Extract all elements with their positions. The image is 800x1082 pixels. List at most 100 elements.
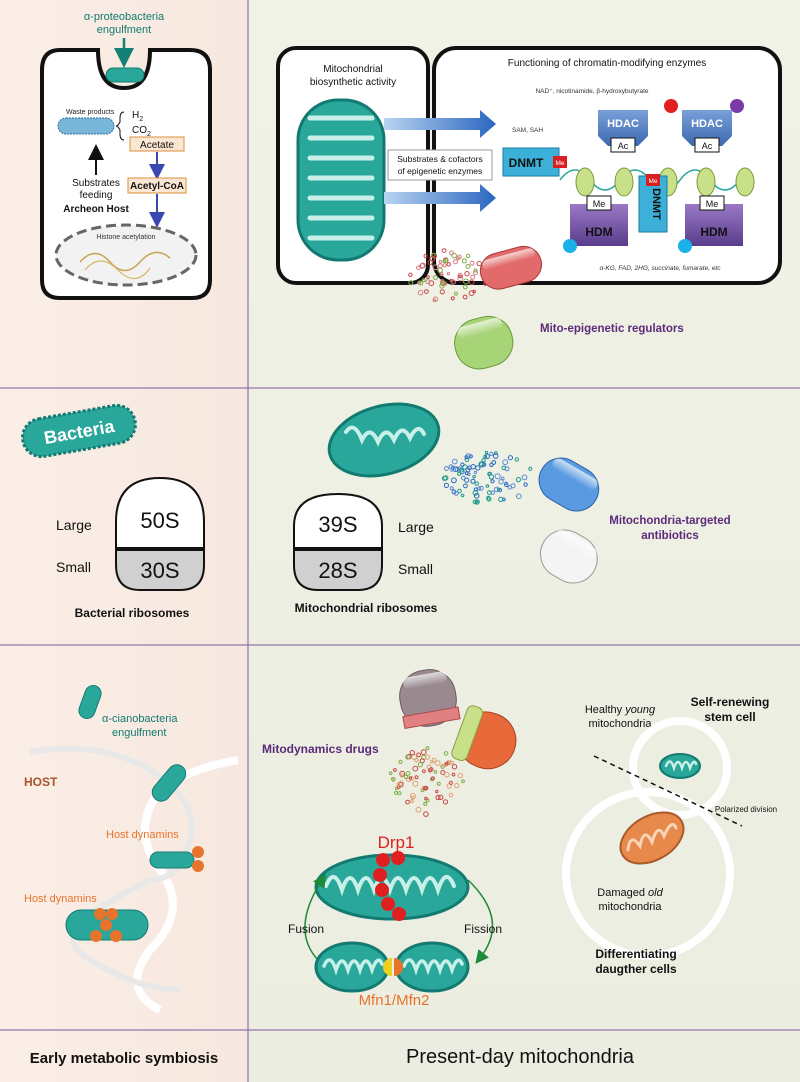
me-mark-red-2: Me bbox=[648, 178, 657, 185]
particle bbox=[502, 459, 509, 466]
particle bbox=[409, 750, 415, 756]
diff-label-2: daugther cells bbox=[595, 962, 677, 976]
particle bbox=[472, 489, 479, 496]
particle bbox=[457, 275, 464, 282]
particle bbox=[501, 465, 507, 471]
hdac-2 bbox=[682, 110, 732, 146]
particle bbox=[460, 493, 465, 498]
particle bbox=[453, 259, 458, 265]
particle bbox=[451, 477, 457, 484]
bacterium-icon bbox=[57, 117, 115, 135]
particle bbox=[425, 746, 430, 751]
ribo-50s bbox=[115, 476, 205, 549]
particle bbox=[417, 762, 423, 768]
particle bbox=[420, 749, 427, 756]
particle bbox=[433, 275, 438, 280]
small-label-left: Small bbox=[56, 559, 91, 575]
particle bbox=[432, 298, 437, 303]
footer-left: Early metabolic symbiosis bbox=[30, 1050, 218, 1067]
particle bbox=[435, 794, 441, 801]
particle bbox=[448, 464, 454, 470]
particle bbox=[467, 465, 472, 471]
particle bbox=[458, 274, 462, 279]
particle bbox=[504, 482, 509, 488]
particle bbox=[498, 479, 504, 485]
particle bbox=[394, 790, 398, 795]
particle bbox=[514, 457, 519, 462]
bacteria-icon bbox=[21, 403, 137, 459]
particle bbox=[484, 450, 489, 455]
particle bbox=[450, 760, 454, 765]
particle bbox=[462, 284, 468, 290]
particle bbox=[444, 771, 450, 778]
particle bbox=[418, 280, 424, 286]
h2-label: H2 bbox=[132, 110, 143, 123]
particle bbox=[422, 786, 428, 791]
particle bbox=[424, 754, 431, 760]
particle bbox=[464, 455, 469, 460]
particle bbox=[451, 252, 457, 259]
fission-label: Fission bbox=[464, 922, 502, 936]
particle bbox=[493, 486, 500, 493]
green-pill-capsule bbox=[454, 315, 514, 370]
stem-cell bbox=[629, 717, 731, 819]
proteo-label-2: engulfment bbox=[97, 24, 151, 36]
particle bbox=[490, 479, 495, 484]
co2-label: CO2 bbox=[132, 125, 151, 138]
particle bbox=[474, 499, 480, 505]
particle bbox=[443, 475, 449, 481]
particle bbox=[488, 474, 495, 480]
particle bbox=[494, 473, 501, 480]
particle bbox=[528, 466, 533, 471]
cyano-label-2: engulfment bbox=[112, 727, 166, 739]
white-pill-capsule bbox=[540, 529, 598, 584]
particle bbox=[399, 770, 406, 777]
particle bbox=[435, 789, 439, 794]
particle bbox=[466, 253, 471, 259]
polarized-label: Polarized division bbox=[715, 805, 777, 814]
particle bbox=[472, 270, 478, 276]
antibiotics-label-1: Mitochondria-targeted bbox=[609, 515, 730, 527]
particle bbox=[414, 775, 419, 780]
particle bbox=[419, 263, 425, 269]
particle bbox=[468, 290, 475, 297]
particle-cloud-3 bbox=[388, 746, 465, 817]
hdac-2-label: HDAC bbox=[691, 118, 723, 130]
particle bbox=[393, 768, 397, 772]
particle bbox=[410, 793, 416, 799]
particle bbox=[441, 248, 447, 254]
particle bbox=[405, 799, 410, 805]
particle bbox=[462, 294, 468, 300]
particle bbox=[438, 259, 443, 264]
particle bbox=[510, 483, 516, 489]
particle bbox=[498, 496, 504, 502]
particle bbox=[416, 752, 422, 758]
cyano-label-1: α-cianobacteria bbox=[102, 713, 178, 725]
blue-arrow-bottom bbox=[384, 184, 496, 212]
particle bbox=[457, 488, 462, 494]
me-mark-2: Me bbox=[706, 199, 719, 209]
cofactors-label-2: of epigenetic enzymes bbox=[398, 166, 483, 176]
self-renew-label-2: stem cell bbox=[704, 710, 755, 724]
akg-dot-1 bbox=[563, 239, 577, 253]
particle bbox=[487, 490, 492, 496]
particle bbox=[472, 499, 478, 505]
acetylcoa-label: Acetyl-CoA bbox=[130, 181, 184, 192]
particle bbox=[439, 272, 444, 277]
nad-label: NAD⁺, nicotinamide, β-hydroxybutyrate bbox=[535, 88, 648, 95]
particle bbox=[439, 289, 445, 295]
particle bbox=[424, 289, 429, 295]
particle bbox=[464, 471, 469, 476]
particle bbox=[481, 458, 486, 463]
particle bbox=[463, 483, 468, 489]
particle bbox=[473, 493, 480, 499]
cyanobacterium-icon-1 bbox=[78, 685, 102, 719]
fusion-arrow bbox=[304, 873, 327, 961]
particle bbox=[439, 283, 445, 289]
particle bbox=[449, 486, 454, 491]
particle bbox=[451, 764, 458, 770]
particle bbox=[443, 482, 449, 488]
particle bbox=[451, 772, 456, 777]
particle bbox=[423, 811, 429, 817]
dynamin-dot bbox=[192, 846, 204, 858]
